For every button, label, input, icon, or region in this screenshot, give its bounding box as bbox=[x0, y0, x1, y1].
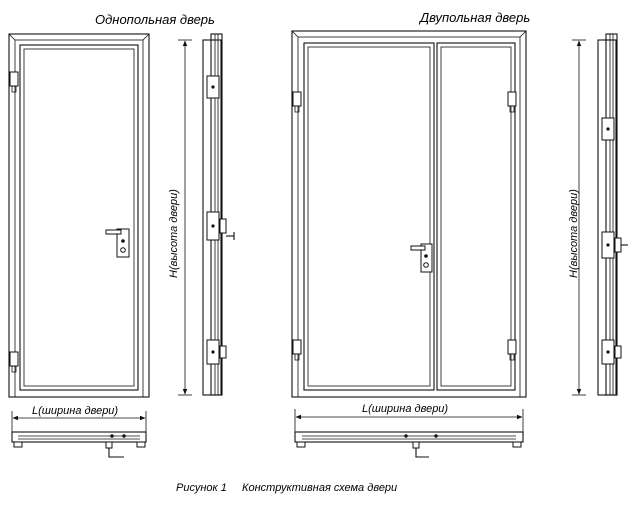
height-label-double: H(высота двери) bbox=[568, 189, 580, 278]
single-door-leaf-panel bbox=[23, 48, 135, 387]
hinge-icon bbox=[292, 339, 302, 355]
hinge-icon bbox=[507, 91, 517, 107]
hinge-icon bbox=[9, 351, 19, 367]
double-door-frame-outer bbox=[291, 30, 527, 398]
width-label-double: L(ширина двери) bbox=[362, 403, 448, 415]
single-door-frame-inner bbox=[14, 39, 144, 398]
double-door-title: Двупольная дверь bbox=[418, 10, 530, 25]
hinge-icon bbox=[507, 339, 517, 355]
double-door-plan-view bbox=[294, 431, 524, 458]
single-door-title: Однопольная дверь bbox=[95, 12, 215, 27]
width-label-single: L(ширина двери) bbox=[32, 405, 118, 417]
single-door-leaf bbox=[19, 44, 139, 391]
double-door-frame-inner bbox=[297, 36, 521, 398]
double-door-side-view bbox=[597, 33, 628, 396]
hinge-icon bbox=[292, 91, 302, 107]
single-door-frame-outer bbox=[8, 33, 150, 398]
hinge-icon bbox=[9, 71, 19, 87]
double-door-leaf-active bbox=[303, 42, 435, 391]
single-door-front-view bbox=[8, 33, 150, 398]
single-door-side-view bbox=[202, 33, 235, 396]
double-door-leaf-passive bbox=[436, 42, 516, 391]
height-label-single: H(высота двери) bbox=[168, 189, 180, 278]
door-handle-icon bbox=[410, 243, 433, 273]
figure-caption: Конструктивная схема двери bbox=[242, 482, 397, 494]
door-handle-icon bbox=[105, 228, 130, 258]
figure-number: Рисунок 1 bbox=[176, 482, 227, 494]
single-door-plan-view bbox=[11, 431, 147, 458]
double-door-front-view bbox=[291, 30, 527, 398]
